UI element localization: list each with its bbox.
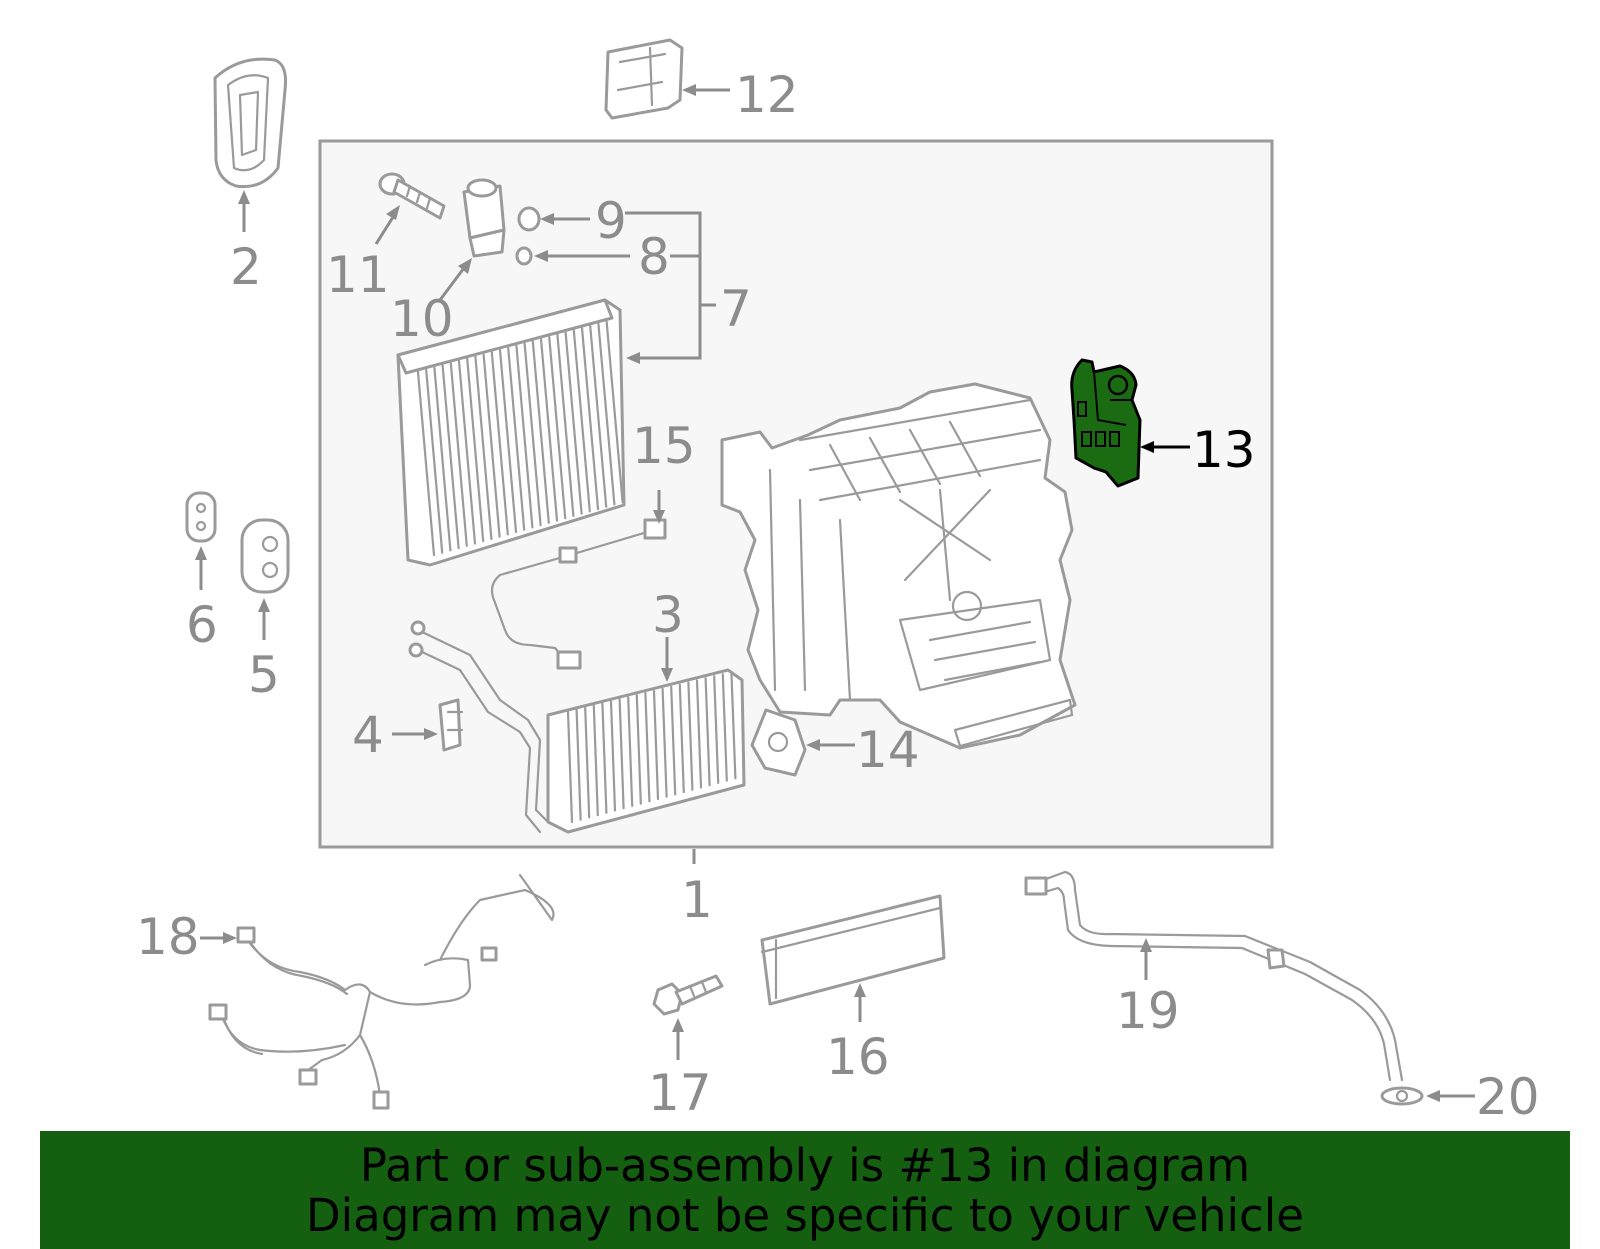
- part-18-harness: [208, 873, 555, 1110]
- evaporator-fin: [425, 368, 444, 554]
- heater-core-fin: [730, 670, 737, 780]
- callout-1[interactable]: 1: [681, 871, 713, 929]
- part-8-oring: [515, 246, 533, 266]
- info-banner: Part or sub-assembly is #13 in diagram D…: [40, 1131, 1570, 1249]
- part-1-hvac-housing: [720, 382, 1077, 750]
- evaporator-fin: [416, 370, 436, 557]
- part-11-bolt: [378, 172, 446, 220]
- part-3-heater-core: [408, 620, 746, 834]
- callout-17[interactable]: 17: [648, 1064, 712, 1122]
- heater-core-fin: [670, 685, 677, 796]
- callout-5[interactable]: 5: [248, 646, 280, 704]
- banner-line-1: Part or sub-assembly is #13 in diagram: [359, 1139, 1251, 1192]
- part-20-clip: [1380, 1086, 1424, 1106]
- callout-16[interactable]: 16: [826, 1028, 890, 1086]
- part-14-motor: [750, 708, 807, 777]
- callout-2[interactable]: 2: [230, 238, 262, 296]
- part-4-clip: [438, 698, 464, 752]
- callout-18[interactable]: 18: [136, 908, 200, 966]
- callout-20[interactable]: 20: [1476, 1068, 1540, 1126]
- heater-core-fin: [618, 698, 625, 810]
- callout-15[interactable]: 15: [632, 417, 696, 475]
- callout-4[interactable]: 4: [352, 706, 384, 764]
- heater-core-fin: [644, 691, 651, 803]
- heater-core-fin: [601, 702, 608, 814]
- evaporator-fin: [466, 357, 485, 543]
- evaporator-fin: [474, 355, 493, 541]
- heater-core-fin: [678, 683, 685, 794]
- evaporator-fin: [523, 342, 542, 527]
- part-19-pipe: [1024, 870, 1404, 1082]
- evaporator-fin: [507, 346, 526, 531]
- evaporator-fin: [531, 340, 550, 524]
- evaporator-fin: [605, 320, 624, 504]
- heater-core-fin: [592, 704, 599, 817]
- heater-core-fin: [687, 681, 694, 791]
- evaporator-fin: [556, 333, 575, 518]
- callout-8[interactable]: 8: [638, 228, 670, 286]
- evaporator-fin: [433, 366, 452, 552]
- part-7-evaporator: [396, 298, 626, 567]
- heater-core-fin: [661, 687, 668, 798]
- evaporator-fin: [457, 359, 477, 545]
- heater-core-fin: [566, 710, 574, 824]
- callout-9[interactable]: 9: [595, 192, 627, 250]
- heater-core-fin: [575, 708, 582, 821]
- heater-core-fin: [721, 673, 728, 782]
- heater-core-fin: [627, 696, 634, 808]
- part-17-bolt: [652, 974, 724, 1016]
- evaporator-fin: [498, 348, 518, 534]
- evaporator-fin: [580, 326, 600, 511]
- callout-10[interactable]: 10: [390, 290, 454, 348]
- part-6-grommet: [185, 491, 217, 543]
- part-16-filter: [760, 894, 946, 1006]
- evaporator-fin: [490, 351, 509, 536]
- evaporator-fin: [572, 329, 591, 513]
- heater-core-fin: [609, 700, 617, 812]
- part-10-valve: [462, 178, 506, 258]
- heater-core-fin: [695, 679, 703, 789]
- heater-core-fin: [713, 675, 720, 785]
- callout-6[interactable]: 6: [186, 596, 218, 654]
- evaporator-fin: [548, 335, 567, 520]
- evaporator-fin: [515, 344, 534, 529]
- evaporator-fin: [597, 322, 616, 506]
- callout-12[interactable]: 12: [735, 66, 799, 124]
- evaporator-fin: [589, 324, 608, 508]
- part-5-grommet: [240, 518, 290, 594]
- callout-14[interactable]: 14: [856, 721, 920, 779]
- callout-7[interactable]: 7: [720, 280, 752, 338]
- evaporator-fin: [539, 337, 559, 522]
- evaporator-fin: [441, 364, 460, 550]
- evaporator-fin: [482, 353, 501, 538]
- callout-11[interactable]: 11: [326, 246, 390, 304]
- heater-core-fin: [652, 689, 660, 801]
- part-9-oring: [517, 206, 541, 232]
- part-12-module: [604, 38, 684, 120]
- callout-labels: 1 2 3 4 5 6 7 8 9 10 11 12 13 14 15 16 1…: [136, 66, 1540, 1126]
- heater-core-fin: [584, 706, 591, 819]
- leader-lines: [195, 84, 1475, 1102]
- evaporator-fin: [449, 362, 468, 547]
- part-2-vent: [213, 57, 287, 189]
- part-13-actuator: [1070, 358, 1142, 488]
- banner-line-2: Diagram may not be specific to your vehi…: [306, 1189, 1304, 1242]
- heater-core-fin: [704, 677, 711, 787]
- callout-13[interactable]: 13: [1192, 421, 1256, 479]
- callout-3[interactable]: 3: [652, 586, 684, 644]
- evaporator-fin: [564, 331, 583, 515]
- callout-19[interactable]: 19: [1116, 982, 1180, 1040]
- heater-core-fin: [635, 694, 642, 805]
- part-15-sensor: [490, 518, 667, 670]
